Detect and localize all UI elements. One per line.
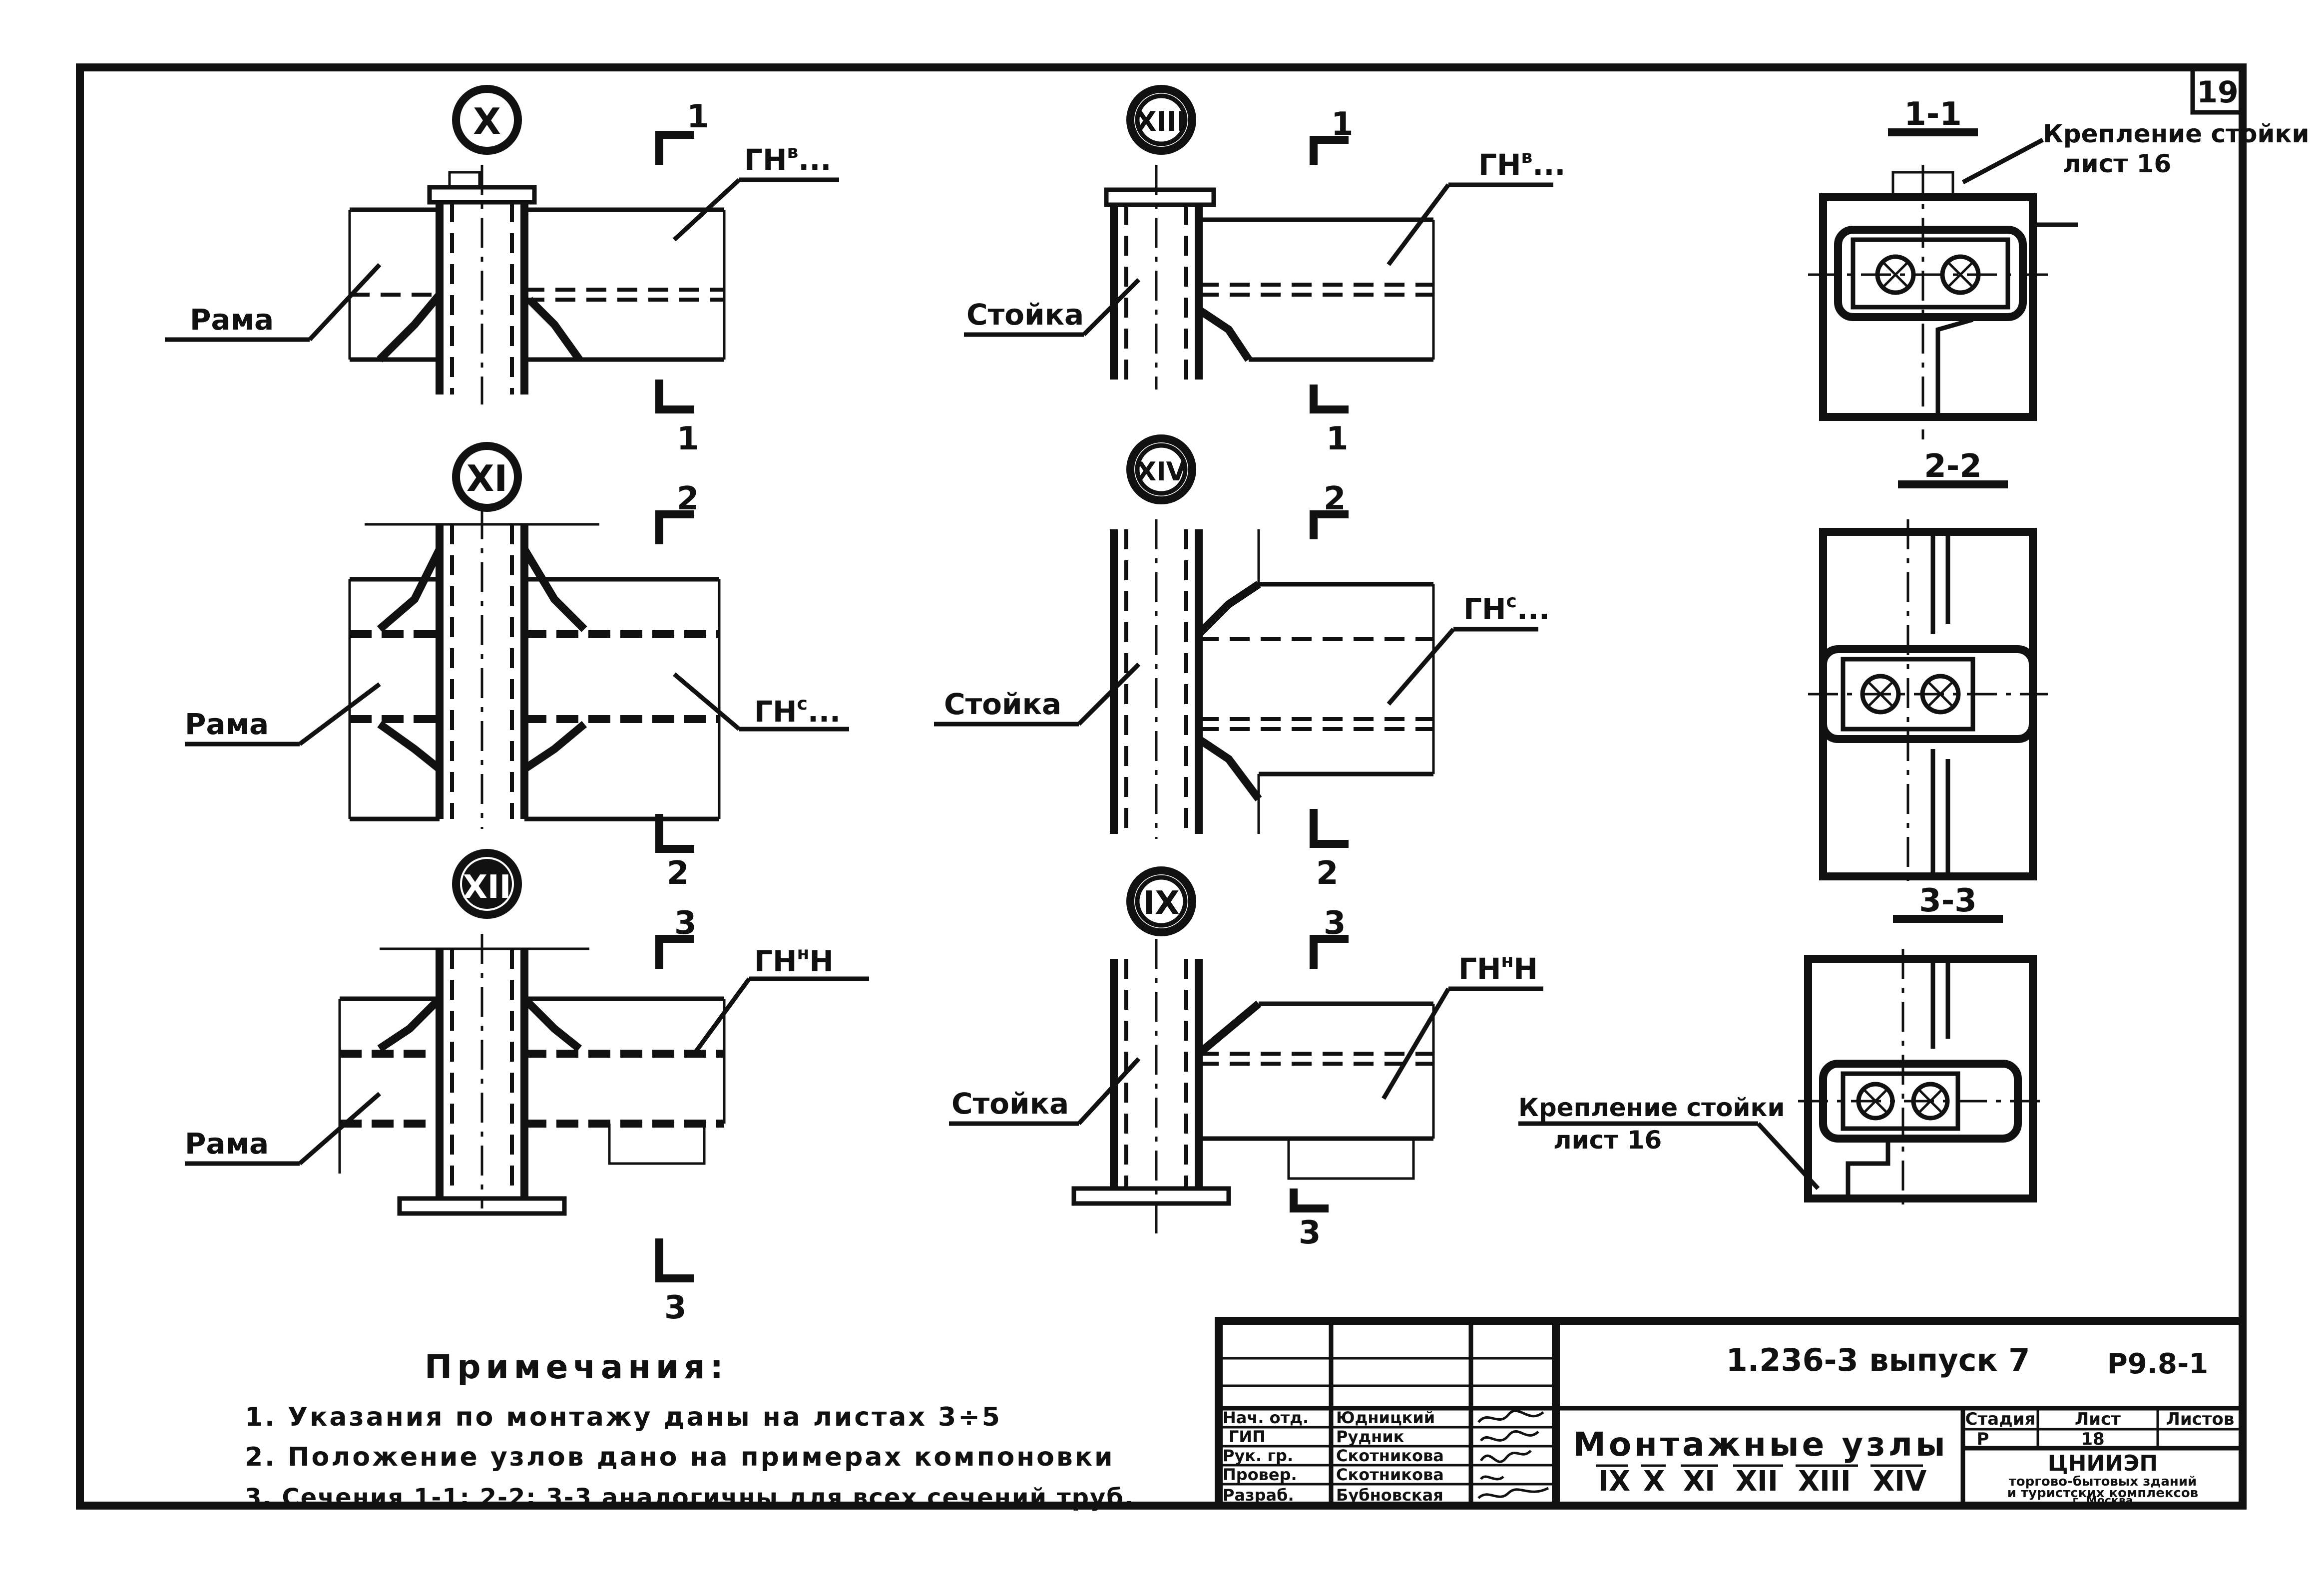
node-xii-section-top: 3 — [674, 905, 697, 942]
node-xii-gn-label: ГНнН — [754, 943, 834, 978]
node-xiv-circle — [1126, 434, 1196, 504]
sheet-frame — [76, 63, 2247, 1510]
title-node-item: XIII — [1798, 1465, 1851, 1498]
sheet-number: 19 — [2197, 75, 2239, 110]
node-xiv-label: XIV — [1136, 457, 1186, 487]
node-x-rama-label: Рама — [190, 303, 274, 337]
node-ix: IX 3 3 Стойка ГНнН — [949, 866, 1543, 1251]
title-org: ЦНИИЭП — [2048, 1451, 2158, 1476]
node-xiii-circle — [1126, 85, 1196, 155]
section-1-1-fastening-label: Крепление стойки — [2043, 119, 2310, 148]
node-xiv-section-top: 2 — [1324, 480, 1346, 517]
node-x: X 1 1 Рама ГНв... — [165, 85, 839, 457]
node-x-circle — [452, 85, 522, 155]
notes: Примечания: 1. Указания по монтажу даны … — [245, 1348, 1134, 1512]
node-x-label: X — [473, 100, 501, 142]
title-stage: Р — [1977, 1429, 1989, 1449]
node-xiv-stoyka-label: Стойка — [944, 687, 1061, 721]
role-label: Провер. — [1223, 1465, 1297, 1484]
title-node-list: IX X XI XII XIII XIV — [1596, 1464, 1927, 1498]
role-name: Бубновская — [1336, 1486, 1443, 1505]
node-x-gn-label: ГНв... — [744, 142, 831, 177]
section-1-1: 1-1 Крепление стойки лист 16 — [1808, 96, 2310, 439]
node-ix-label: IX — [1143, 885, 1179, 922]
role-name: Рудник — [1336, 1427, 1404, 1446]
role-label: Разраб. — [1223, 1486, 1294, 1505]
section-2-2-title: 2-2 — [1924, 448, 1982, 485]
note-3: 3. Сечения 1-1; 2-2; 3-3 аналогичны для … — [245, 1484, 1134, 1512]
role-label: Нач. отд. — [1223, 1408, 1309, 1427]
node-x-section-top: 1 — [687, 98, 709, 135]
node-ix-circle — [1126, 866, 1196, 936]
node-ix-section-top: 3 — [1324, 905, 1346, 942]
note-1: 1. Указания по монтажу даны на листах 3÷… — [245, 1402, 1002, 1432]
node-x-section-bottom: 1 — [677, 420, 699, 457]
node-xi-rama-label: Рама — [185, 707, 269, 741]
section-3-3: 3-3 Крепление стойки лист 16 — [1518, 882, 2048, 1208]
node-ix-gn-label: ГНнН — [1458, 951, 1538, 986]
title-sheet-code: Р9.8-1 — [2107, 1348, 2208, 1380]
notes-title: Примечания: — [425, 1348, 728, 1386]
node-ix-section-bottom: 3 — [1299, 1214, 1321, 1251]
title-node-item: X — [1643, 1465, 1665, 1498]
node-xi-circle — [452, 442, 522, 512]
role-label: ГИП — [1229, 1427, 1266, 1446]
node-xiv-section-bottom: 2 — [1316, 855, 1339, 892]
title-sheet-header: Лист — [2075, 1409, 2121, 1429]
section-3-3-title: 3-3 — [1919, 882, 1977, 919]
note-2: 2. Положение узлов дано на примерах комп… — [245, 1442, 1115, 1472]
node-xi-gn-label: ГНс... — [754, 694, 841, 729]
node-xii-label: XII — [463, 869, 511, 906]
node-xi-section-bottom: 2 — [667, 855, 689, 892]
title-block: 1.236-3 выпуск 7 Р9.8-1 Монтажные узлы I… — [1215, 1317, 2247, 1510]
node-xiii-section-top: 1 — [1331, 106, 1354, 143]
title-node-item: XI — [1683, 1465, 1715, 1498]
role-name: Скотникова — [1336, 1465, 1444, 1484]
node-xiii-label: XIII — [1136, 106, 1187, 137]
node-xi-label: XI — [466, 457, 507, 499]
node-xiii-stoyka-label: Стойка — [966, 298, 1084, 332]
section-3-3-fastening-label: Крепление стойки — [1518, 1093, 1785, 1122]
title-sheets-header: Листов — [2166, 1409, 2235, 1429]
sheet-number-box — [2190, 65, 2245, 115]
title-stage-header: Стадия — [1965, 1409, 2036, 1429]
title-node-item: XII — [1736, 1465, 1778, 1498]
title-node-item: IX — [1598, 1465, 1630, 1498]
role-name: Скотникова — [1336, 1446, 1444, 1465]
section-3-3-fastening-sheet: лист 16 — [1553, 1126, 1662, 1155]
title-org-line3: и туристских комплексов — [2007, 1486, 2198, 1501]
node-xiv: XIV 2 2 Стойка ГНс... — [934, 434, 1550, 892]
node-xiii-gn-label: ГНв... — [1478, 147, 1565, 182]
node-xiii: XIII 1 1 Стойка ГНв... — [964, 85, 1565, 457]
node-ix-stoyka-label: Стойка — [951, 1087, 1069, 1121]
title-roles: Нач. отд. Юдницкий ГИП Рудник Рук. гр. С… — [1223, 1408, 1444, 1505]
node-xiii-section-bottom: 1 — [1326, 420, 1349, 457]
title-sheet: 18 — [2081, 1429, 2104, 1449]
section-1-1-title: 1-1 — [1904, 96, 1962, 133]
title-node-item: XIV — [1873, 1465, 1927, 1498]
node-xii: XII 3 3 Рама ГНнН — [185, 849, 869, 1326]
node-xii-rama-label: Рама — [185, 1127, 269, 1161]
title-org-line4: г. Москва — [2072, 1495, 2133, 1507]
node-xii-section-bottom: 3 — [664, 1289, 687, 1326]
section-1-1-fastening-sheet: лист 16 — [2063, 149, 2171, 178]
node-xi: XI 2 2 Рама ГНс... — [185, 442, 849, 892]
signatures — [1477, 1409, 1549, 1499]
title-org-line2: торгово-бытовых зданий — [2009, 1474, 2197, 1489]
title-doc-code: 1.236-3 выпуск 7 — [1726, 1342, 2030, 1378]
title-main: Монтажные узлы — [1573, 1425, 1948, 1464]
section-2-2: 2-2 — [1808, 448, 2048, 889]
role-label: Рук. гр. — [1223, 1446, 1293, 1465]
node-xiv-gn-label: ГНс... — [1463, 591, 1550, 626]
node-xi-section-top: 2 — [677, 480, 699, 517]
node-xii-circle — [452, 849, 522, 919]
role-name: Юдницкий — [1336, 1408, 1435, 1427]
